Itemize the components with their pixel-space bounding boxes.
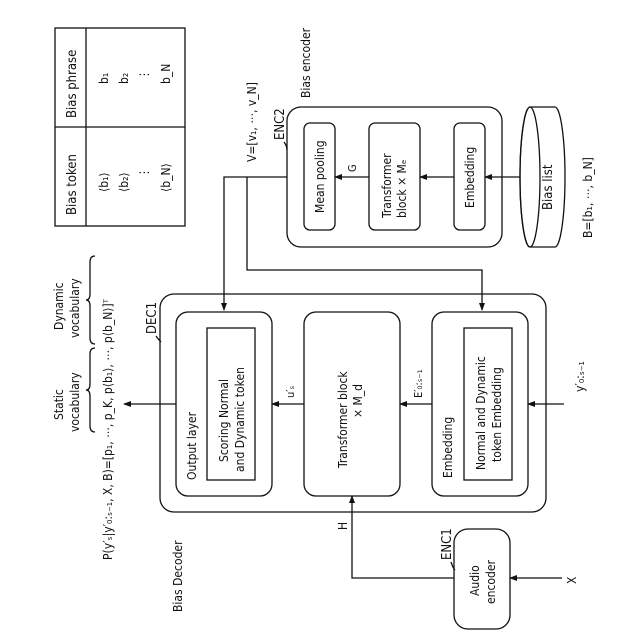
bias-decoder: DEC1 Bias Decoder Output layer Scoring N… — [124, 294, 587, 612]
probability-formula: P(y′ₛ|y′₀:ₛ₋₁, X, B)=[p₁, ⋯, p_K, p⟨b₁⟩,… — [101, 298, 115, 560]
audio-encoder-line2: encoder — [484, 559, 498, 604]
x-label: X — [565, 576, 579, 584]
u-label: u′ₛ — [284, 385, 297, 398]
e-label: E′₀:ₛ₋₁ — [412, 369, 425, 398]
scoring-line2: and Dynamic token — [233, 367, 247, 472]
v-label: V=[v₁, ⋯, v_N] — [245, 82, 259, 162]
bias-decoder-title: Bias Decoder — [171, 540, 185, 612]
table-cell-phrase-n: b_N — [159, 64, 173, 84]
dynamic-vocab-brace — [86, 256, 95, 344]
scoring-line1: Scoring Normal — [217, 379, 231, 462]
arrow-h-to-transformer — [352, 496, 454, 578]
static-vocab-line2: vocabulary — [68, 372, 82, 432]
bias-list-label: Bias list — [541, 164, 556, 210]
dec-emb-inner-box — [464, 328, 512, 480]
mean-pooling-label: Mean pooling — [313, 140, 327, 213]
table-cell-token-1: ⟨b₁⟩ — [97, 172, 111, 192]
output-probability: P(y′ₛ|y′₀:ₛ₋₁, X, B)=[p₁, ⋯, p_K, p⟨b₁⟩,… — [52, 256, 115, 560]
arrow-v-to-output-layer — [224, 177, 287, 310]
dec-transformer-line2: × M_d — [351, 384, 365, 418]
g-label: G — [346, 164, 359, 172]
audio-encoder-line1: Audio — [468, 565, 482, 596]
dec-emb-inner-line1: Normal and Dynamic — [474, 356, 488, 470]
bias-encoder: Bias encoder ENC2 Mean pooling Transform… — [273, 27, 502, 247]
table-cell-phrase-2: b₂ — [117, 73, 131, 84]
dec-embedding-label: Embedding — [441, 417, 455, 478]
output-layer-label: Output layer — [185, 411, 199, 480]
enc-embedding-label: Embedding — [463, 147, 477, 208]
enc1-ref-label: ENC1 — [440, 528, 455, 560]
table-cell-token-n: ⟨b_N⟩ — [159, 163, 173, 192]
v-connections: V=[v₁, ⋯, v_N] — [224, 82, 482, 310]
scoring-box — [207, 328, 255, 480]
h-label: H — [336, 522, 350, 530]
bias-token-table: Bias token Bias phrase ⟨b₁⟩ ⟨b₂⟩ ⋮ ⟨b_N⟩… — [55, 28, 185, 226]
bias-encoder-title: Bias encoder — [299, 27, 313, 98]
table-cell-phrase-ellipsis: ⋮ — [137, 69, 151, 80]
static-vocab-brace — [86, 348, 95, 432]
enc2-ref-label: ENC2 — [273, 108, 288, 140]
table-cell-token-ellipsis: ⋮ — [137, 167, 151, 178]
arrow-v-to-decoder-embedding — [247, 177, 482, 310]
dec-transformer-line1: Transformer block — [336, 371, 350, 469]
bias-list-cylinder-top — [520, 107, 540, 247]
dec1-ref-label: DEC1 — [145, 302, 160, 334]
static-vocab-line1: Static — [52, 389, 66, 420]
enc-transformer-line1: Transformer — [380, 153, 394, 219]
table-header-bias-token: Bias token — [65, 154, 80, 215]
dec-emb-inner-line2: token Embedding — [490, 367, 504, 462]
y-label: y′₀:ₛ₋₁ — [573, 361, 587, 392]
audio-encoder: ENC1 Audio encoder X H — [336, 496, 579, 629]
b-list-label: B=[b₁, ⋯, b_N] — [581, 157, 595, 238]
table-cell-token-2: ⟨b₂⟩ — [117, 172, 131, 192]
table-header-bias-phrase: Bias phrase — [65, 50, 80, 118]
enc-transformer-line2: block × Mₑ — [395, 160, 409, 218]
dynamic-vocab-line1: Dynamic — [52, 282, 66, 330]
table-cell-phrase-1: b₁ — [97, 73, 111, 84]
dynamic-vocab-line2: vocabulary — [68, 278, 82, 338]
audio-encoder-box — [454, 529, 510, 629]
